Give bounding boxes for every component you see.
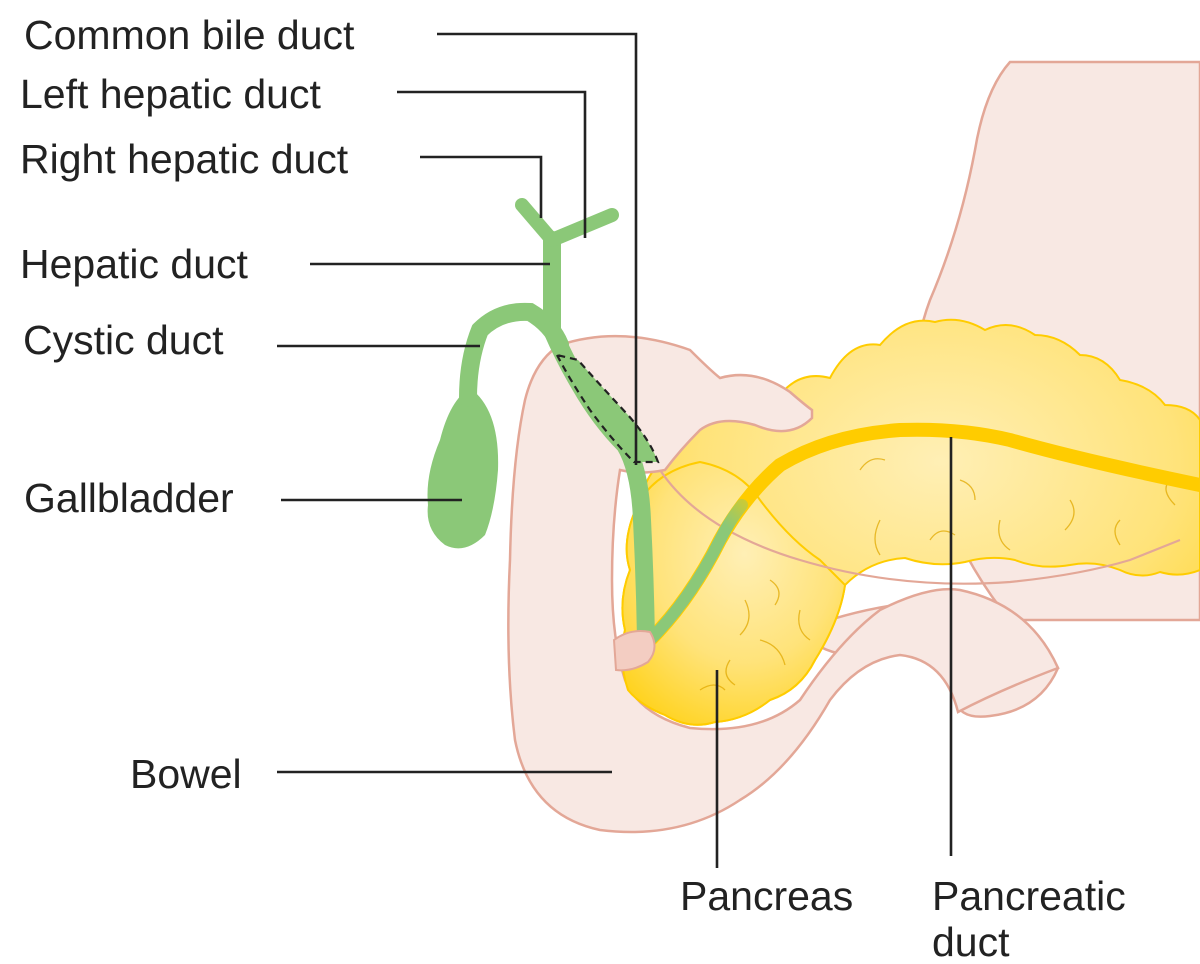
leader-left-hepatic-duct — [397, 92, 585, 238]
label-pancreatic-duct-line2: duct — [932, 922, 1010, 963]
gallbladder-shape — [428, 388, 499, 548]
label-pancreatic-duct-line1: Pancreatic — [932, 876, 1126, 917]
label-bowel: Bowel — [130, 754, 242, 795]
label-common-bile-duct: Common bile duct — [24, 15, 354, 56]
left-hepatic-duct-shape — [552, 215, 612, 240]
label-right-hepatic-duct: Right hepatic duct — [20, 139, 348, 180]
label-gallbladder: Gallbladder — [24, 478, 234, 519]
label-cystic-duct: Cystic duct — [23, 320, 224, 361]
label-pancreas: Pancreas — [680, 876, 853, 917]
label-hepatic-duct: Hepatic duct — [20, 244, 248, 285]
label-left-hepatic-duct: Left hepatic duct — [20, 74, 321, 115]
